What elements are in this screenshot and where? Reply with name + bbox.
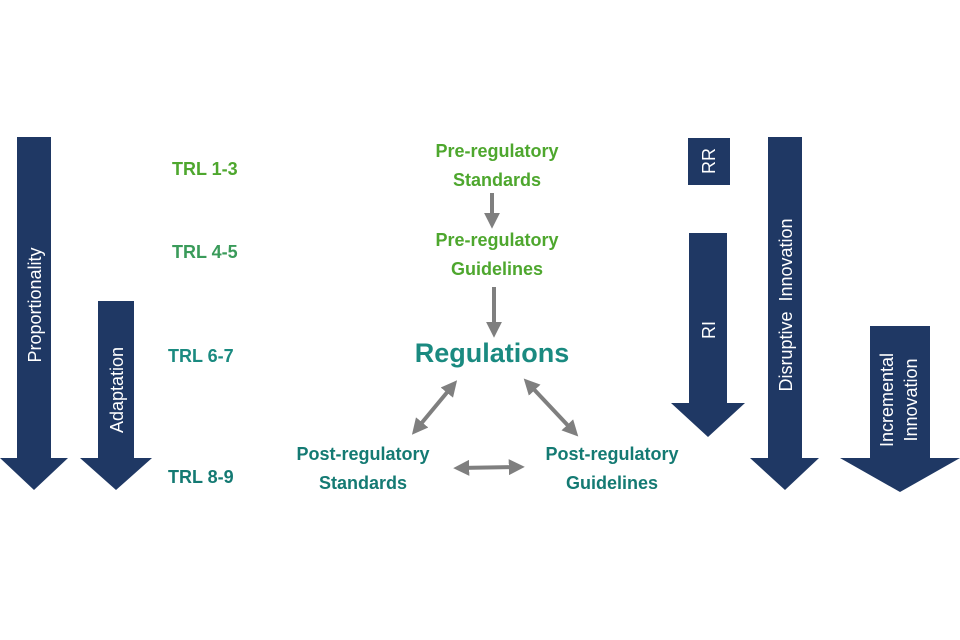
incremental-label-line-1: Incremental xyxy=(877,353,897,447)
proportionality-arrow: Proportionality xyxy=(0,137,68,490)
trl-1-3-label: TRL 1-3 xyxy=(172,159,238,179)
disruptive-innovation-label: Disruptive Innovation xyxy=(776,218,796,391)
down-arrow-icon xyxy=(671,233,745,437)
post-standards-line-2: Standards xyxy=(319,473,407,493)
pre-standards-line-1: Pre-regulatory xyxy=(435,141,558,161)
bidirectional-arrow-icon xyxy=(523,378,579,437)
post-regulatory-standards-node: Post-regulatory Standards xyxy=(296,444,429,493)
pre-regulatory-standards-node: Pre-regulatory Standards xyxy=(435,141,558,190)
pre-guidelines-line-2: Guidelines xyxy=(451,259,543,279)
trl-6-7-label: TRL 6-7 xyxy=(168,346,234,366)
connector-arrows xyxy=(411,193,579,476)
pre-regulatory-guidelines-node: Pre-regulatory Guidelines xyxy=(435,230,558,279)
adaptation-label: Adaptation xyxy=(107,347,127,433)
down-arrow-icon xyxy=(0,137,68,490)
disruptive-innovation-arrow: Disruptive Innovation xyxy=(750,137,819,490)
post-regulatory-guidelines-node: Post-regulatory Guidelines xyxy=(545,444,678,493)
ri-arrow: RI xyxy=(671,233,745,437)
pre-guidelines-line-1: Pre-regulatory xyxy=(435,230,558,250)
pre-standards-line-2: Standards xyxy=(453,170,541,190)
post-guidelines-line-1: Post-regulatory xyxy=(545,444,678,464)
down-arrow-icon xyxy=(840,326,960,492)
down-arrow-icon xyxy=(750,137,819,490)
proportionality-label: Proportionality xyxy=(25,247,45,362)
incremental-innovation-arrow: Incremental Innovation xyxy=(840,326,960,492)
regulations-node: Regulations xyxy=(415,338,570,368)
post-standards-line-1: Post-regulatory xyxy=(296,444,429,464)
trl-4-5-label: TRL 4-5 xyxy=(172,242,238,262)
rr-box: RR xyxy=(688,138,730,185)
trl-8-9-label: TRL 8-9 xyxy=(168,467,234,487)
bidirectional-arrow-icon xyxy=(453,459,525,476)
adaptation-arrow: Adaptation xyxy=(80,301,152,490)
incremental-label-line-2: Innovation xyxy=(901,358,921,441)
down-arrow-icon xyxy=(80,301,152,490)
rr-label: RR xyxy=(699,148,719,174)
bidirectional-arrow-icon xyxy=(411,380,458,435)
post-guidelines-line-2: Guidelines xyxy=(566,473,658,493)
ri-label: RI xyxy=(699,321,719,339)
